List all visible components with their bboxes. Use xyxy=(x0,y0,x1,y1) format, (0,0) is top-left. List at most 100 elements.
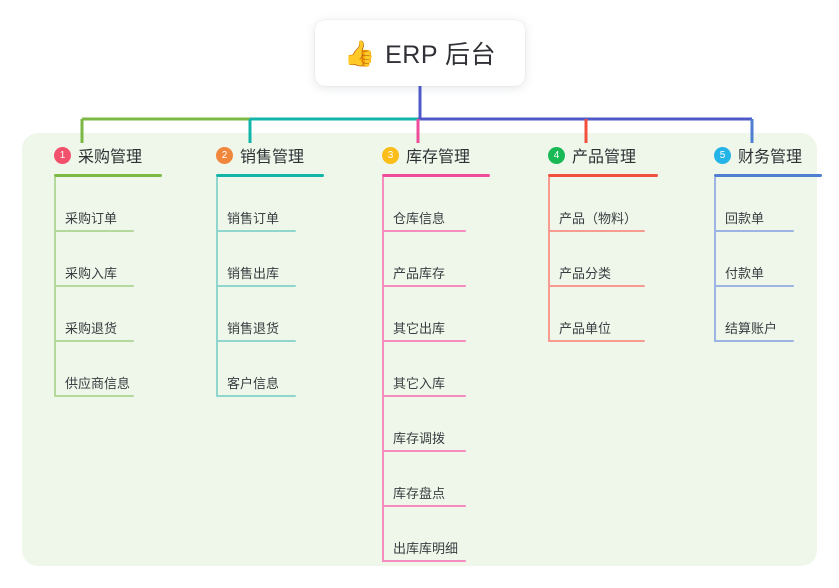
leaf-list-3: 仓库信息产品库存其它出库其它入库库存调拨库存盘点出库库明细 xyxy=(366,177,490,562)
leaf-underline xyxy=(54,285,134,287)
leaf-item[interactable]: 库存调拨 xyxy=(366,397,490,452)
leaf-item[interactable]: 销售退货 xyxy=(200,287,324,342)
leaf-item[interactable]: 产品分类 xyxy=(532,232,658,287)
leaf-underline xyxy=(714,285,794,287)
leaf-underline xyxy=(382,450,466,452)
leaf-underline xyxy=(548,285,645,287)
leaf-spine-2 xyxy=(216,177,218,397)
leaf-label: 产品分类 xyxy=(559,266,612,281)
branch-column-2: 2 销售管理销售订单销售出库销售退货客户信息 xyxy=(200,143,324,397)
branch-badge-1: 1 xyxy=(54,146,71,164)
leaf-label: 回款单 xyxy=(725,211,765,226)
leaf-label: 产品库存 xyxy=(393,266,446,281)
leaf-label: 结算账户 xyxy=(725,321,778,336)
leaf-item[interactable]: 其它出库 xyxy=(366,287,490,342)
leaf-item[interactable]: 产品单位 xyxy=(532,287,658,342)
leaf-item[interactable]: 库存盘点 xyxy=(366,452,490,507)
branch-column-5: 5 财务管理回款单付款单结算账户 xyxy=(698,143,822,342)
leaf-underline xyxy=(714,340,794,342)
branch-underline-1 xyxy=(54,174,162,177)
leaf-item[interactable]: 产品（物料） xyxy=(532,177,658,232)
branch-header-4[interactable]: 4 产品管理 xyxy=(532,143,658,167)
leaf-label: 其它入库 xyxy=(393,376,446,391)
leaf-item[interactable]: 采购入库 xyxy=(38,232,162,287)
branch-header-2[interactable]: 2 销售管理 xyxy=(200,143,324,167)
branches-panel xyxy=(22,133,817,566)
branch-underline-5 xyxy=(714,174,822,177)
leaf-item[interactable]: 结算账户 xyxy=(698,287,822,342)
root-node[interactable]: 👍 ERP 后台 xyxy=(315,20,525,86)
leaf-underline xyxy=(382,230,466,232)
leaf-underline xyxy=(382,340,466,342)
leaf-list-4: 产品（物料） 产品分类产品单位 xyxy=(532,177,658,342)
leaf-spine-5 xyxy=(714,177,716,342)
leaf-label: 付款单 xyxy=(725,266,765,281)
leaf-underline xyxy=(216,230,296,232)
branch-badge-5: 5 xyxy=(714,146,731,164)
root-title: ERP 后台 xyxy=(385,41,497,69)
leaf-item[interactable]: 产品库存 xyxy=(366,232,490,287)
leaf-underline xyxy=(382,395,466,397)
branch-column-1: 1 采购管理采购订单采购入库采购退货供应商信息 xyxy=(38,143,162,397)
leaf-underline xyxy=(216,395,296,397)
branch-title-4: 产品管理 xyxy=(572,149,637,166)
leaf-label: 出库库明细 xyxy=(393,541,459,556)
leaf-underline xyxy=(548,230,645,232)
branch-badge-4: 4 xyxy=(548,146,565,164)
branch-title-3: 库存管理 xyxy=(406,149,471,166)
thumbs-up-icon: 👍 xyxy=(343,38,376,68)
leaf-item[interactable]: 客户信息 xyxy=(200,342,324,397)
branch-title-1: 采购管理 xyxy=(78,149,143,166)
leaf-item[interactable]: 供应商信息 xyxy=(38,342,162,397)
leaf-label: 供应商信息 xyxy=(65,376,131,391)
leaf-label: 产品（物料） xyxy=(559,211,638,226)
leaf-item[interactable]: 销售出库 xyxy=(200,232,324,287)
branch-title-5: 财务管理 xyxy=(738,149,803,166)
branch-header-5[interactable]: 5 财务管理 xyxy=(698,143,822,167)
leaf-item[interactable]: 采购退货 xyxy=(38,287,162,342)
leaf-underline xyxy=(216,340,296,342)
leaf-label: 采购入库 xyxy=(65,266,118,281)
leaf-list-1: 采购订单采购入库采购退货供应商信息 xyxy=(38,177,162,397)
branch-badge-3: 3 xyxy=(382,146,399,164)
leaf-spine-1 xyxy=(54,177,56,397)
leaf-item[interactable]: 其它入库 xyxy=(366,342,490,397)
leaf-underline xyxy=(382,560,466,562)
leaf-list-5: 回款单付款单结算账户 xyxy=(698,177,822,342)
leaf-underline xyxy=(714,230,794,232)
leaf-item[interactable]: 销售订单 xyxy=(200,177,324,232)
leaf-underline xyxy=(54,340,134,342)
branch-column-3: 3 库存管理仓库信息产品库存其它出库其它入库库存调拨库存盘点出库库明细 xyxy=(366,143,490,562)
leaf-underline xyxy=(382,505,466,507)
leaf-item[interactable]: 付款单 xyxy=(698,232,822,287)
leaf-label: 仓库信息 xyxy=(393,211,446,226)
leaf-label: 销售出库 xyxy=(227,266,280,281)
leaf-underline xyxy=(382,285,466,287)
leaf-label: 库存调拨 xyxy=(393,431,446,446)
branch-header-1[interactable]: 1 采购管理 xyxy=(38,143,162,167)
leaf-item[interactable]: 回款单 xyxy=(698,177,822,232)
branch-underline-4 xyxy=(548,174,658,177)
leaf-item[interactable]: 采购订单 xyxy=(38,177,162,232)
leaf-underline xyxy=(54,230,134,232)
leaf-spine-3 xyxy=(382,177,384,562)
branch-underline-2 xyxy=(216,174,324,177)
leaf-underline xyxy=(548,340,645,342)
leaf-item[interactable]: 仓库信息 xyxy=(366,177,490,232)
leaf-list-2: 销售订单销售出库销售退货客户信息 xyxy=(200,177,324,397)
branch-column-4: 4 产品管理产品（物料） 产品分类产品单位 xyxy=(532,143,658,342)
leaf-label: 采购订单 xyxy=(65,211,118,226)
branch-header-3[interactable]: 3 库存管理 xyxy=(366,143,490,167)
branch-badge-2: 2 xyxy=(216,146,233,164)
leaf-underline xyxy=(54,395,134,397)
leaf-label: 客户信息 xyxy=(227,376,280,391)
leaf-label: 采购退货 xyxy=(65,321,118,336)
leaf-item[interactable]: 出库库明细 xyxy=(366,507,490,562)
branch-title-2: 销售管理 xyxy=(240,149,305,166)
leaf-label: 产品单位 xyxy=(559,321,612,336)
leaf-label: 库存盘点 xyxy=(393,486,446,501)
leaf-label: 销售退货 xyxy=(227,321,280,336)
leaf-label: 销售订单 xyxy=(227,211,280,226)
leaf-spine-4 xyxy=(548,177,550,342)
